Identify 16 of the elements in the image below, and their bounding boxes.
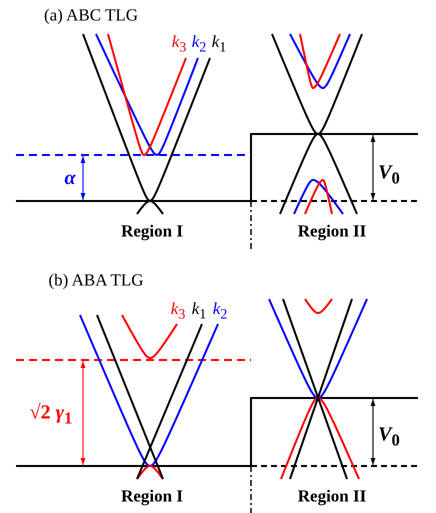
panel-title: (b) ABA TLG bbox=[48, 272, 144, 288]
wavevector-label: k$_{1}$ bbox=[192, 300, 206, 322]
region-label: Region II bbox=[298, 222, 366, 240]
wavevector-label: k$_{2}$ bbox=[192, 33, 206, 55]
wavevector-label: k$_{1}$ bbox=[212, 33, 226, 55]
region-label: Region II bbox=[298, 488, 366, 504]
potential-label: V$_{0}$ bbox=[378, 162, 400, 188]
wavevector-label: k$_{3}$ bbox=[170, 300, 186, 322]
region-label: Region I bbox=[121, 222, 183, 240]
wavevector-label: k$_{3}$ bbox=[172, 33, 186, 55]
panel-title: (a) ABC TLG bbox=[44, 6, 138, 24]
wavevector-label: k$_{2}$ bbox=[212, 300, 228, 322]
energy-gap-label: α bbox=[64, 168, 76, 188]
potential-label: V$_{0}$ bbox=[378, 424, 400, 450]
energy-gap-label: √2 γ$_{1}$ bbox=[30, 402, 72, 428]
region-label: Region I bbox=[121, 488, 183, 504]
